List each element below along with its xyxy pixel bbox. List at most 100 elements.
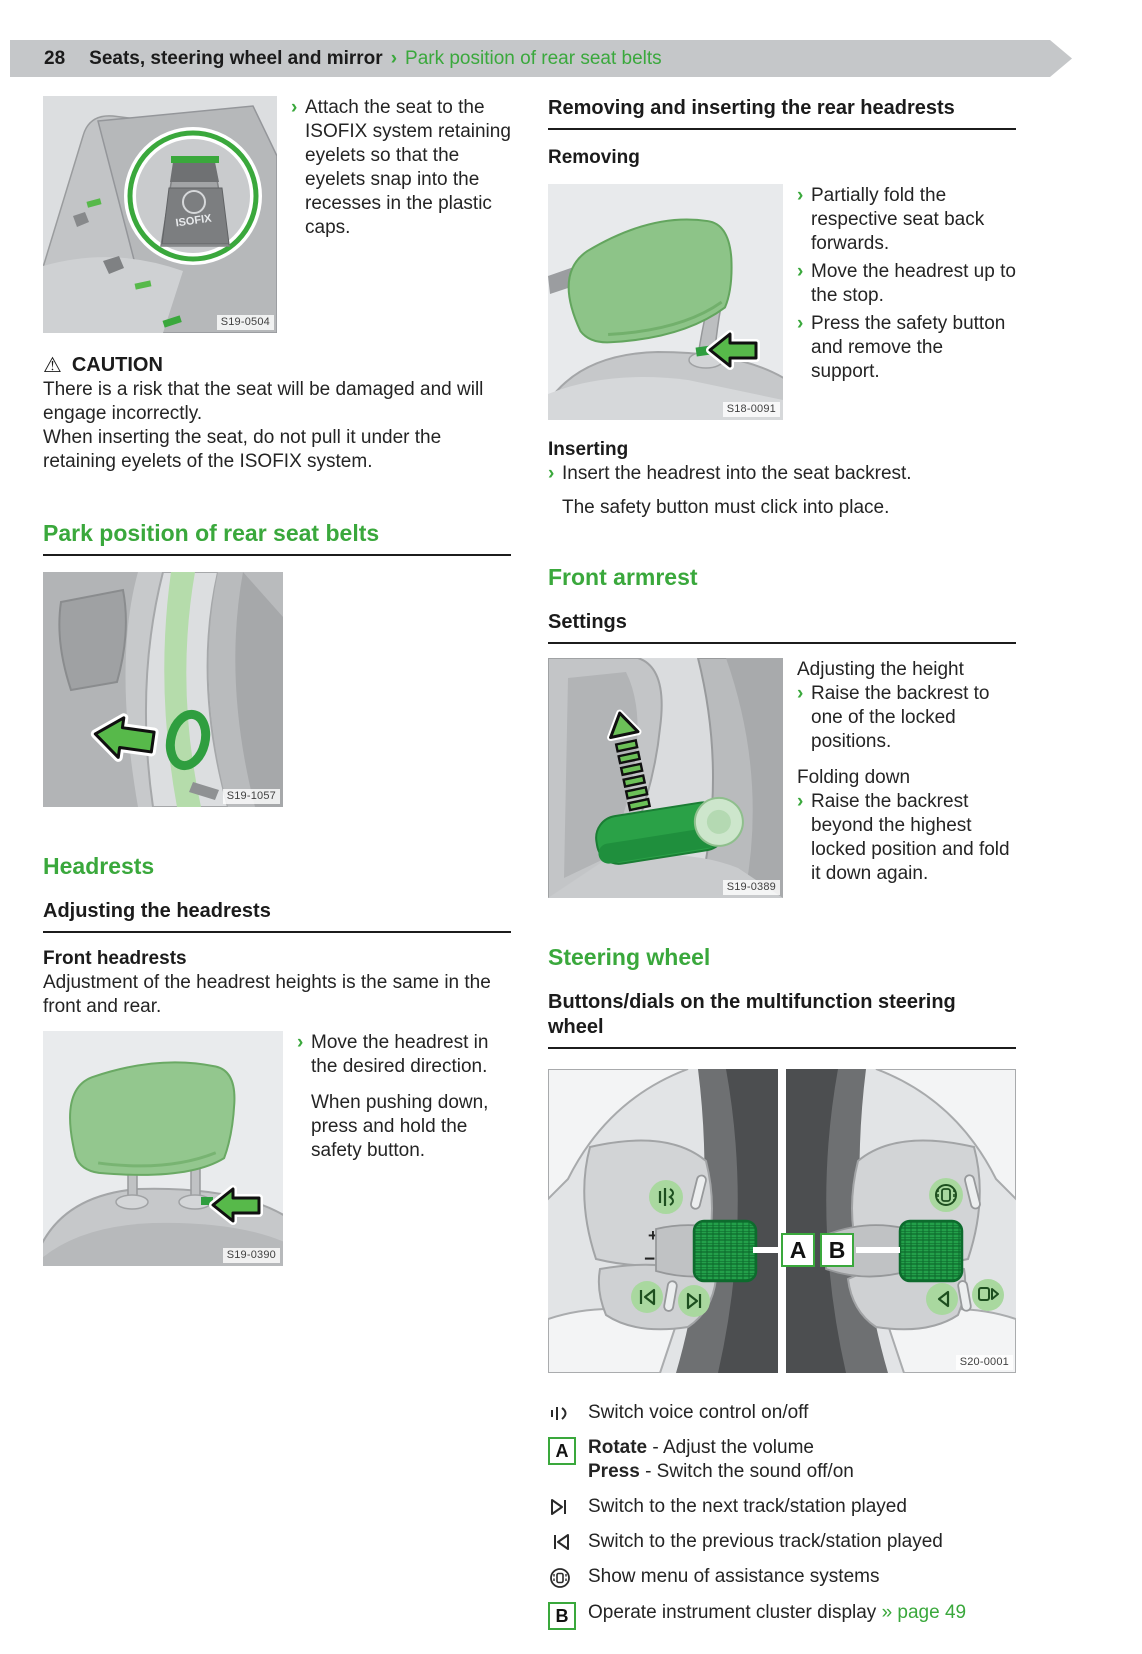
roller-a xyxy=(692,1219,758,1283)
headrest-instructions: › Move the headrest in the desired direc… xyxy=(297,1031,511,1266)
page-header: 28 Seats, steering wheel and mirror › Pa… xyxy=(10,40,1072,77)
bullet-icon: › xyxy=(797,791,804,812)
legend-bold: Press xyxy=(588,1461,640,1482)
figure-belt-park-position: S19-1057 xyxy=(43,572,283,807)
legend-rest: - Adjust the volume xyxy=(652,1437,814,1458)
legend-row-b: B Operate instrument cluster display » p… xyxy=(548,1601,1016,1630)
legend-row-next-track: Switch to the next track/station played xyxy=(548,1495,1016,1519)
figure-front-armrest: S19-0389 xyxy=(548,658,783,898)
figure-caption: S19-0504 xyxy=(216,315,274,330)
legend-rest: Operate instrument cluster display xyxy=(588,1602,877,1623)
page-reference-link[interactable]: » page 49 xyxy=(881,1602,967,1623)
adjust-height-title: Adjusting the height xyxy=(797,659,964,680)
steering-left-panel: + − xyxy=(548,1069,783,1373)
legend-text: Rotate - Adjust the volume Press - Switc… xyxy=(588,1436,854,1484)
front-headrests-title: Front headrests xyxy=(43,948,187,969)
steering-wheel-illustration: + − xyxy=(548,1069,1016,1373)
next-track-icon xyxy=(548,1495,588,1518)
legend-text: Switch to the previous track/station pla… xyxy=(588,1531,943,1552)
subheading-buttons-dials: Buttons/dials on the multifunction steer… xyxy=(548,990,1016,1049)
subheading-adjusting-headrests: Adjusting the headrests xyxy=(43,899,511,933)
key-a-label: A xyxy=(548,1437,576,1465)
armrest-illustration xyxy=(548,658,783,898)
figure-steering-wheel-buttons: + − xyxy=(548,1069,1016,1373)
left-column: ISOFIX S19-0504 › Attach the seat to the… xyxy=(43,96,511,1266)
figure-caption: S20-0001 xyxy=(955,1355,1013,1370)
bullet-text: Attach the seat to the ISOFIX system ret… xyxy=(305,97,511,238)
figure-rear-headrest: S18-0091 xyxy=(548,184,783,420)
previous-track-icon xyxy=(548,1530,588,1553)
arrow-icon xyxy=(209,1185,263,1225)
legend-row-previous-track: Switch to the previous track/station pla… xyxy=(548,1530,1016,1554)
figure-caption: S19-0390 xyxy=(222,1248,280,1263)
bullet-icon: › xyxy=(797,683,804,704)
figure-isofix-eyelets: ISOFIX S19-0504 xyxy=(43,96,277,333)
instruction-bullet: › Attach the seat to the ISOFIX system r… xyxy=(291,96,511,240)
legend-text: Operate instrument cluster display » pag… xyxy=(588,1601,966,1625)
folding-down-title: Folding down xyxy=(797,767,911,788)
steering-right-panel xyxy=(786,1069,1016,1373)
volume-minus-label: − xyxy=(644,1249,655,1270)
arrow-icon xyxy=(90,713,159,762)
bullet-icon: › xyxy=(297,1032,304,1053)
removing-title: Removing xyxy=(548,147,640,168)
instruction-bullet: › Partially fold the respective seat bac… xyxy=(797,184,1016,256)
assistance-systems-button xyxy=(929,1178,963,1212)
headrest-row: S19-0390 › Move the headrest in the desi… xyxy=(43,1031,511,1266)
armrest-row: S19-0389 Adjusting the height › Raise th… xyxy=(548,658,1016,898)
bullet-text: Move the headrest in the desired directi… xyxy=(311,1032,489,1077)
instruction-bullet: › Raise the backrest to one of the locke… xyxy=(797,682,1016,754)
bullet-text: Partially fold the respective seat back … xyxy=(811,185,985,254)
insert-note: The safety button must click into place. xyxy=(562,497,890,518)
volume-plus-label: + xyxy=(648,1226,658,1245)
section-title: Park position of rear seat belts xyxy=(405,47,662,69)
bullet-text: Raise the backrest beyond the highest lo… xyxy=(811,791,1010,884)
instruction-bullet: › Raise the backrest beyond the highest … xyxy=(797,790,1016,886)
isofix-zoom-circle: ISOFIX xyxy=(124,127,262,265)
instruction-bullet: › Press the safety button and remove the… xyxy=(797,312,1016,384)
next-track-button xyxy=(678,1285,710,1317)
isofix-illustration: ISOFIX xyxy=(43,96,277,333)
legend-row-a: A Rotate - Adjust the volume Press - Swi… xyxy=(548,1436,1016,1484)
rear-headrest-instructions: › Partially fold the respective seat bac… xyxy=(797,184,1016,420)
section-heading-headrests: Headrests xyxy=(43,853,155,879)
armrest-instructions: Adjusting the height › Raise the backres… xyxy=(797,658,1016,898)
belt-illustration xyxy=(43,572,283,807)
caution-title-text: CAUTION xyxy=(71,354,163,376)
bullet-icon: › xyxy=(548,463,555,484)
instruction-bullet: › Move the headrest in the desired direc… xyxy=(297,1031,511,1079)
isofix-cap-label: ISOFIX xyxy=(175,212,213,229)
legend-text: Show menu of assistance systems xyxy=(588,1566,880,1587)
legend-text: Switch voice control on/off xyxy=(588,1402,809,1423)
figure-caption: S19-0389 xyxy=(722,880,780,895)
bullet-icon: › xyxy=(797,185,804,206)
steering-legend: Switch voice control on/off A Rotate - A… xyxy=(548,1401,1016,1630)
previous-track-button xyxy=(631,1281,663,1313)
instruction-bullet: › Move the headrest up to the stop. xyxy=(797,260,1016,308)
inserting-title: Inserting xyxy=(548,439,629,460)
chapter-title: Seats, steering wheel and mirror xyxy=(89,47,383,69)
callout-a-key: A xyxy=(548,1436,588,1465)
caution-title: ⚠ CAUTION xyxy=(43,353,511,378)
arrow-icon xyxy=(706,330,760,370)
bullet-text: Insert the headrest into the seat backre… xyxy=(562,463,912,484)
legend-row-assistance: Show menu of assistance systems xyxy=(548,1565,1016,1590)
caution-paragraph: When inserting the seat, do not pull it … xyxy=(43,427,442,472)
caution-paragraph: There is a risk that the seat will be da… xyxy=(43,379,484,424)
legend-text: Switch to the next track/station played xyxy=(588,1496,907,1517)
heading-rule xyxy=(43,554,511,556)
subheading-rear-headrests: Removing and inserting the rear headrest… xyxy=(548,96,1016,130)
instruction-bullet: › Insert the headrest into the seat back… xyxy=(548,462,1016,486)
bullet-icon: › xyxy=(797,261,804,282)
back-button xyxy=(926,1283,958,1315)
bullet-icon: › xyxy=(797,313,804,334)
bullet-text: Move the headrest up to the stop. xyxy=(811,261,1016,306)
figure-front-headrest: S19-0390 xyxy=(43,1031,283,1266)
legend-bold: Rotate xyxy=(588,1437,648,1458)
instruction-note: When pushing down, press and hold the sa… xyxy=(311,1092,489,1161)
callout-b-key: B xyxy=(548,1601,588,1630)
voice-control-icon xyxy=(548,1401,588,1424)
figure-caption: S19-1057 xyxy=(222,789,280,804)
section-heading-park-position: Park position of rear seat belts xyxy=(43,520,380,546)
